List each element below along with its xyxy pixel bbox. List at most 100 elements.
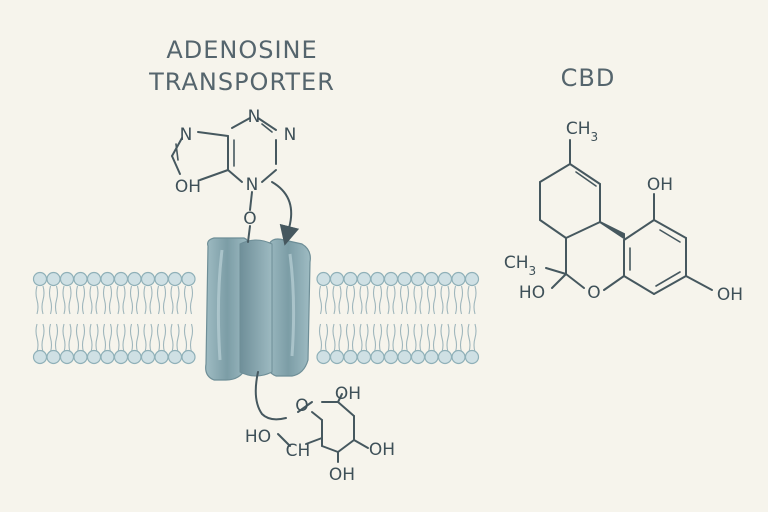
- lipid-tail: [324, 323, 329, 353]
- lipid-tail: [102, 285, 107, 315]
- lipid-head: [451, 271, 466, 287]
- lipid-head: [343, 271, 358, 287]
- lipid-tail: [413, 323, 417, 353]
- lipid-tail: [332, 285, 336, 315]
- lipid-tail: [332, 323, 336, 353]
- lipid-tail: [183, 323, 188, 353]
- sugar-structure: O OH OH OH HO CH: [245, 384, 395, 485]
- lipid-tail: [365, 285, 369, 315]
- lipid-tail: [41, 285, 45, 315]
- lipid-head: [181, 271, 196, 287]
- lipid-tail: [48, 285, 53, 315]
- adenine-oh: OH: [175, 177, 201, 197]
- lipid-tail: [170, 323, 174, 353]
- lipid-head: [167, 349, 183, 365]
- lipid-head: [100, 349, 115, 365]
- lipid-tail: [473, 285, 477, 315]
- lipid-tail: [62, 323, 66, 353]
- lipid-tail: [446, 285, 450, 315]
- lipid-tail: [432, 323, 437, 353]
- lipid-tail: [386, 285, 390, 315]
- lipid-tail: [392, 285, 396, 315]
- lipid-head: [167, 271, 183, 287]
- lipid-tail: [135, 285, 140, 315]
- sugar-ho: HO: [245, 427, 271, 447]
- lipid-tail: [345, 323, 350, 353]
- lipid-tail: [129, 323, 134, 353]
- lipid-head: [410, 271, 426, 287]
- lipid-tail: [48, 323, 53, 353]
- lipid-head: [59, 349, 75, 365]
- lipid-head: [32, 271, 48, 287]
- lipid-head: [181, 349, 196, 365]
- lipid-head: [127, 349, 142, 365]
- lipid-tail: [108, 323, 113, 353]
- lipid-head: [73, 349, 88, 365]
- lipid-tail: [89, 285, 93, 315]
- lipid-head: [356, 271, 372, 287]
- lipid-head: [86, 349, 102, 365]
- adenine-n3: N: [284, 125, 297, 145]
- lipid-tail: [392, 323, 396, 353]
- lipid-head: [410, 349, 426, 365]
- lipid-tail: [89, 323, 93, 353]
- lipid-tail: [345, 285, 350, 315]
- cbd-ch3-left: CH3: [504, 253, 536, 278]
- cbd-oh-right: OH: [717, 285, 743, 305]
- lipid-tail: [108, 285, 113, 315]
- lipid-heads: [32, 271, 480, 365]
- sugar-oh-top: OH: [335, 384, 361, 404]
- lipid-head: [464, 271, 480, 287]
- lipid-head: [437, 271, 453, 287]
- lipid-tail: [426, 323, 431, 353]
- lipid-head: [127, 271, 142, 287]
- lipid-tail: [405, 285, 410, 315]
- lipid-head: [100, 271, 115, 287]
- lipid-tail: [351, 323, 356, 353]
- lipid-head: [113, 349, 129, 365]
- lipid-tail: [338, 323, 342, 353]
- right-title: CBD: [561, 64, 616, 92]
- lipid-tail: [318, 285, 323, 315]
- lipid-head: [397, 349, 412, 365]
- lipid-tail: [399, 285, 404, 315]
- lipid-head: [154, 349, 169, 365]
- lipid-tail: [116, 323, 120, 353]
- left-title-line2: TRANSPORTER: [148, 68, 335, 96]
- lipid-tail: [122, 285, 126, 315]
- lipid-tail: [81, 285, 86, 315]
- lipid-head: [46, 349, 61, 365]
- lipid-tail: [143, 285, 147, 315]
- lipid-tail: [446, 323, 450, 353]
- lipid-head: [424, 349, 439, 365]
- lipid-head: [154, 271, 169, 287]
- lipid-head: [370, 349, 385, 365]
- lipid-tail: [359, 285, 363, 315]
- lipid-tail: [359, 323, 363, 353]
- lipid-tail: [170, 285, 174, 315]
- lipid-head: [383, 349, 399, 365]
- lipid-head: [32, 349, 48, 365]
- adenine-structure: N N N N OH O: [171, 107, 300, 246]
- lipid-tail: [318, 323, 323, 353]
- lipid-head: [356, 349, 372, 365]
- lipid-head: [464, 349, 480, 365]
- lipid-tail: [35, 285, 39, 315]
- lipid-tail: [351, 285, 356, 315]
- lipid-tail: [426, 285, 431, 315]
- lipid-tail: [338, 285, 342, 315]
- cbd-ho: HO: [519, 283, 545, 303]
- lipid-head: [370, 271, 385, 287]
- lipid-tail: [440, 285, 444, 315]
- lipid-tail: [41, 323, 45, 353]
- lipid-head: [140, 349, 156, 365]
- lipid-head: [316, 271, 331, 287]
- lipid-tail: [81, 323, 86, 353]
- lipid-tail: [189, 285, 194, 315]
- lipid-tail: [149, 323, 153, 353]
- lipid-tail: [68, 285, 72, 315]
- lipid-tail: [399, 323, 404, 353]
- lipid-head: [329, 349, 345, 365]
- lipid-tail: [35, 323, 39, 353]
